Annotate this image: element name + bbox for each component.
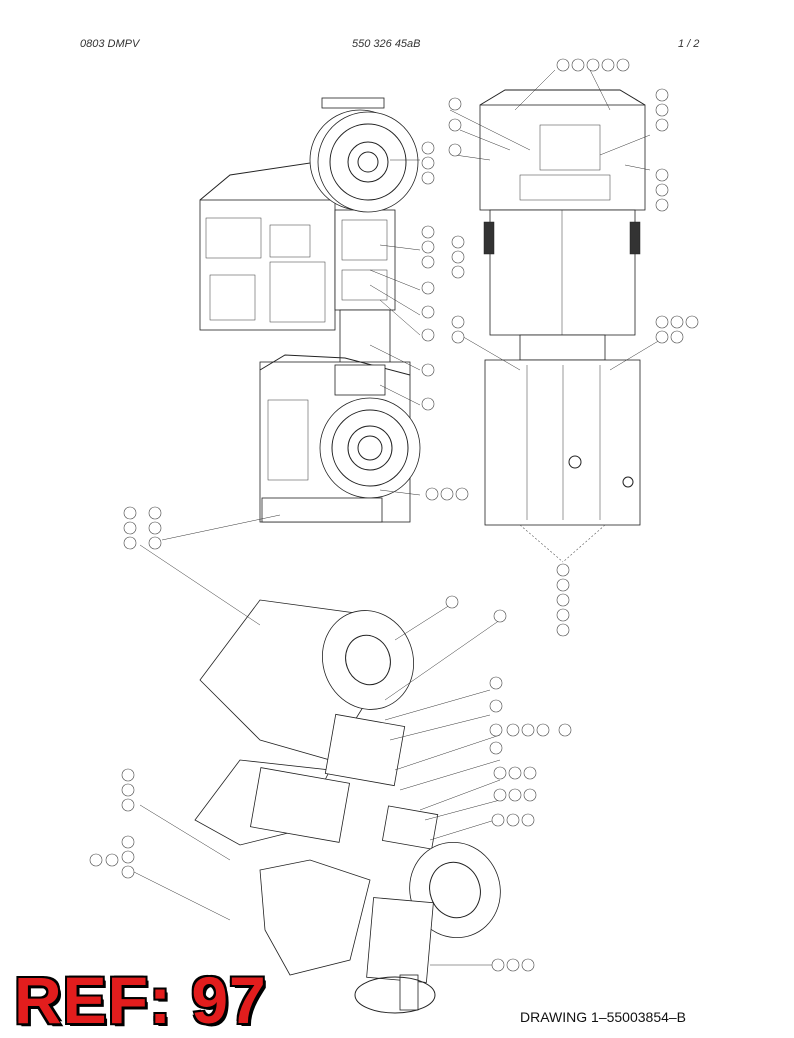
page-number: 1 / 2 <box>678 38 700 50</box>
top-view <box>479 89 646 563</box>
side-view-upper <box>199 97 419 366</box>
side-view-lower <box>259 354 421 523</box>
part-number: 550 326 45aB <box>352 38 421 50</box>
reference-label: REF: 97 <box>14 963 267 1037</box>
drawing-reference: DRAWING 1–55003854–B <box>520 1009 687 1025</box>
leader-lines <box>129 69 661 966</box>
isometric-view <box>194 599 501 1014</box>
callout-bubbles <box>89 58 699 972</box>
document-code: 0803 DMPV <box>80 38 140 50</box>
